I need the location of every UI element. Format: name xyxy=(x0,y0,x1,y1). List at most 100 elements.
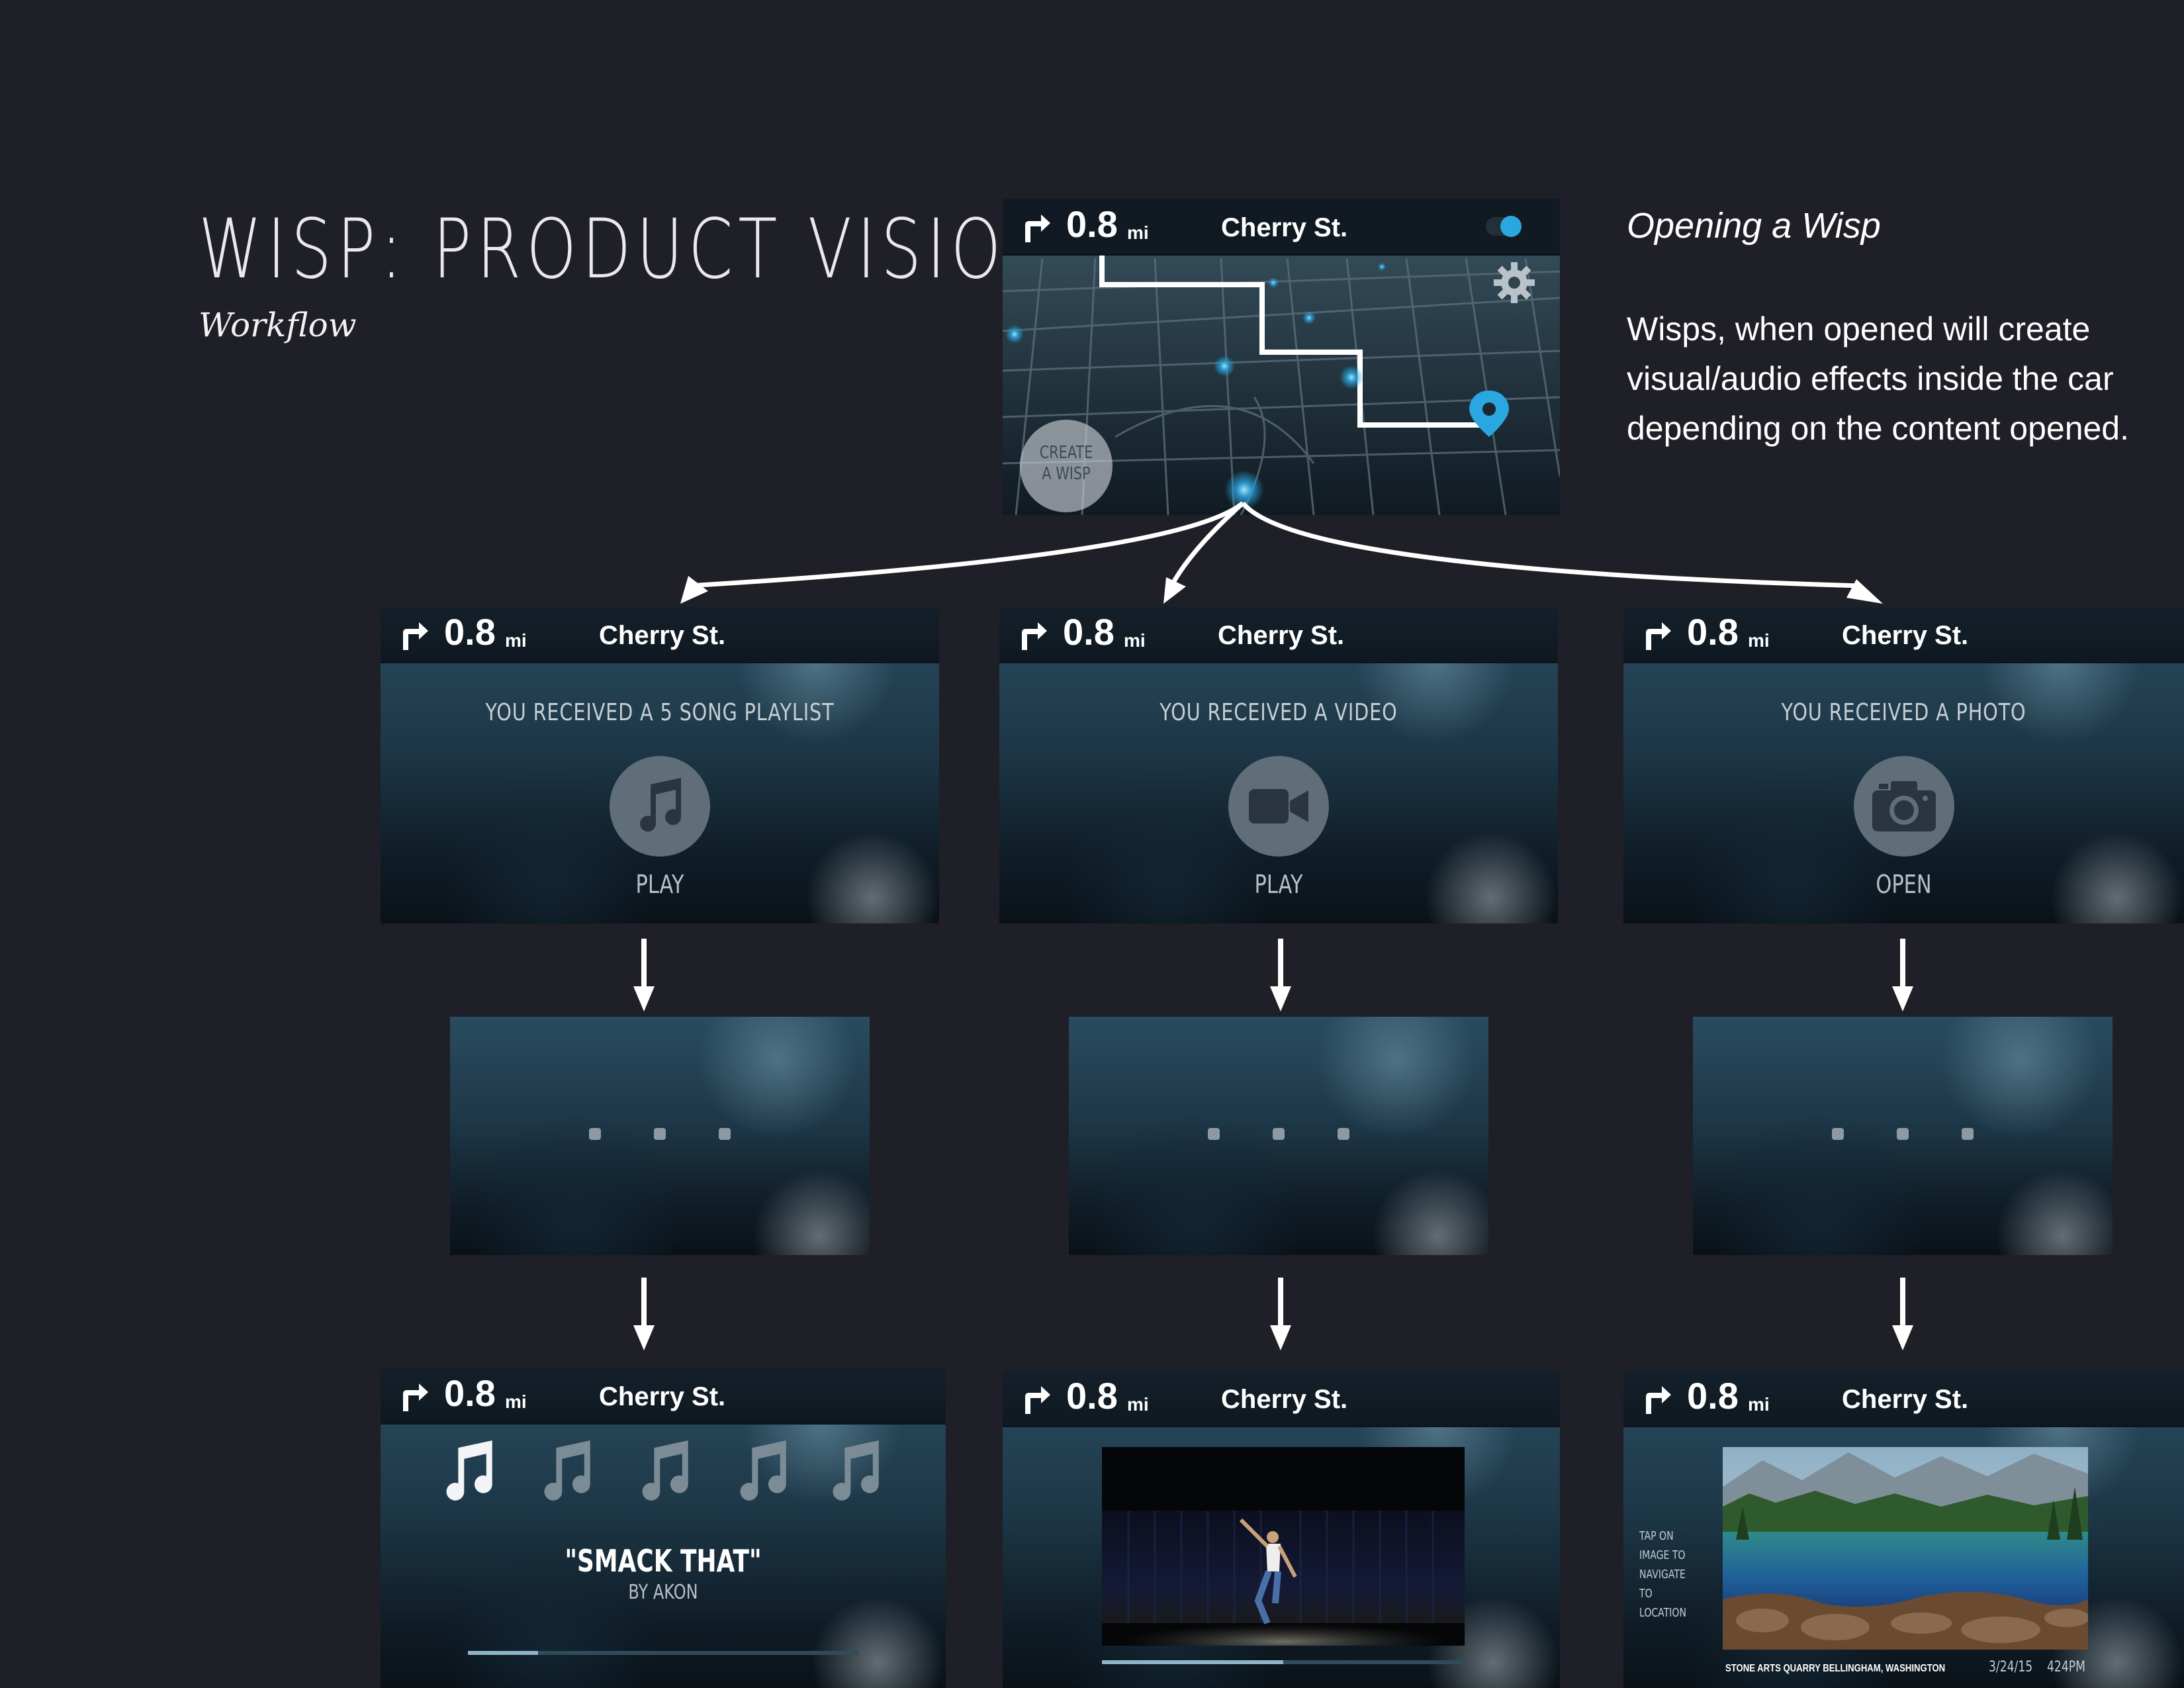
page-subtitle: Workflow xyxy=(199,306,357,344)
received-label: YOU RECEIVED A VIDEO xyxy=(1160,699,1398,726)
received-label: YOU RECEIVED A PHOTO xyxy=(1781,699,2026,726)
video-camera-icon xyxy=(1249,789,1308,823)
turn-right-icon xyxy=(1646,622,1671,650)
turn-right-icon xyxy=(403,1383,428,1411)
music-note-icon[interactable] xyxy=(734,1440,791,1504)
create-wisp-button[interactable]: CREATE A WISP xyxy=(1020,420,1113,512)
loading-dots xyxy=(1693,1128,2113,1143)
received-playlist-screen: 0.8 mi Cherry St. YOU RECEIVED A 5 SONG … xyxy=(381,606,939,923)
street-name: Cherry St. xyxy=(1842,621,1969,650)
turn-right-icon xyxy=(403,622,428,650)
photo-date: 3/24/15 xyxy=(1989,1659,2033,1675)
turn-right-icon xyxy=(1025,214,1050,242)
nav-bar: 0.8 mi Cherry St. xyxy=(381,606,939,663)
street-name: Cherry St. xyxy=(599,621,726,650)
turn-right-icon xyxy=(1025,1386,1050,1414)
music-note-icon[interactable] xyxy=(440,1440,497,1504)
map-screen: 0.8 mi Cherry St. CREATE A WISP xyxy=(1003,199,1560,515)
status-indicator xyxy=(1500,216,1522,237)
distance-unit: mi xyxy=(505,1391,527,1412)
lake-photo[interactable] xyxy=(1723,1447,2088,1650)
loading-dot xyxy=(1897,1128,1909,1140)
create-label-line2: A WISP xyxy=(1042,464,1091,484)
playlist-player-screen: 0.8 mi Cherry St. "SMACK THAT" BY AKON xyxy=(381,1368,946,1688)
arrow-down-icon xyxy=(633,939,655,1011)
photo-caption: STONE ARTS QUARRY BELLINGHAM, WASHINGTON xyxy=(1725,1663,1946,1674)
nav-bar: 0.8 mi Cherry St. xyxy=(1623,606,2184,663)
action-label[interactable]: PLAY xyxy=(1254,870,1303,899)
street-name: Cherry St. xyxy=(1842,1385,1969,1414)
nav-bar: 0.8 mi Cherry St. xyxy=(1623,1370,2184,1427)
description-title: Opening a Wisp xyxy=(1627,206,1881,246)
play-playlist-button[interactable] xyxy=(610,756,710,857)
song-artist: BY AKON xyxy=(628,1581,698,1604)
street-name: Cherry St. xyxy=(599,1382,726,1411)
loading-dots xyxy=(450,1128,870,1143)
distance-unit: mi xyxy=(1748,1394,1770,1415)
distance-value: 0.8 xyxy=(1066,203,1118,245)
music-note-icon xyxy=(640,778,681,832)
page-title: WISP: PRODUCT VISION xyxy=(199,202,1060,297)
distance-unit: mi xyxy=(1127,222,1149,243)
loading-dot xyxy=(1962,1128,1974,1140)
action-label[interactable]: OPEN xyxy=(1876,870,1932,899)
music-note-icon[interactable] xyxy=(827,1440,884,1504)
song-progress-bar[interactable] xyxy=(468,1651,858,1655)
loading-screen-playlist xyxy=(450,1017,870,1255)
music-note-icon[interactable] xyxy=(538,1440,595,1504)
nav-bar: 0.8 mi Cherry St. xyxy=(381,1368,946,1425)
action-label[interactable]: PLAY xyxy=(635,870,684,899)
street-name: Cherry St. xyxy=(1221,213,1348,242)
loading-dot xyxy=(719,1128,731,1140)
video-player-screen: 0.8 mi Cherry St. xyxy=(1003,1370,1560,1688)
photo-viewer-screen: 0.8 mi Cherry St. TAP ON IMAGE TO NAVIGA… xyxy=(1623,1370,2184,1688)
camera-icon xyxy=(1872,781,1936,831)
loading-dot xyxy=(1832,1128,1844,1140)
street-name: Cherry St. xyxy=(1221,1385,1348,1414)
distance-unit: mi xyxy=(505,630,527,651)
loading-dot xyxy=(1273,1128,1285,1140)
description-body: Wisps, when opened will create visual/au… xyxy=(1627,310,2130,447)
received-label: YOU RECEIVED A 5 SONG PLAYLIST xyxy=(485,699,835,726)
open-photo-button[interactable] xyxy=(1853,756,1954,857)
photo-time: 424PM xyxy=(2047,1659,2085,1675)
loading-screen-photo xyxy=(1693,1017,2113,1255)
turn-right-icon xyxy=(1646,1386,1671,1414)
dancer-figure xyxy=(1239,1518,1297,1624)
received-video-screen: 0.8 mi Cherry St. YOU RECEIVED A VIDEO P… xyxy=(999,606,1558,923)
distance-value: 0.8 xyxy=(444,611,496,653)
street-name: Cherry St. xyxy=(1218,621,1345,650)
song-list xyxy=(381,1440,946,1507)
arrow-down-icon xyxy=(1892,939,1913,1011)
distance-value: 0.8 xyxy=(1687,611,1739,653)
create-label-line1: CREATE xyxy=(1039,443,1093,463)
distance-value: 0.8 xyxy=(1066,1375,1118,1417)
distance-value: 0.8 xyxy=(1687,1375,1739,1417)
distance-value: 0.8 xyxy=(444,1372,496,1414)
received-photo-screen: 0.8 mi Cherry St. YOU RECEIVED A PHOTO O… xyxy=(1623,606,2184,923)
turn-right-icon xyxy=(1022,622,1047,650)
video-progress-bar[interactable] xyxy=(1102,1660,1465,1664)
arrow-down-icon xyxy=(1892,1278,1913,1350)
arrow-down-icon xyxy=(633,1278,655,1350)
music-note-icon[interactable] xyxy=(636,1440,693,1504)
location-pin-icon xyxy=(1469,391,1509,437)
status-toggle[interactable] xyxy=(1486,216,1522,237)
distance-unit: mi xyxy=(1124,630,1146,651)
nav-bar: 0.8 mi Cherry St. xyxy=(1003,199,1560,256)
loading-dot xyxy=(589,1128,601,1140)
loading-dot xyxy=(654,1128,666,1140)
play-video-button[interactable] xyxy=(1228,756,1329,857)
gear-icon[interactable] xyxy=(1491,259,1537,306)
video-frame[interactable] xyxy=(1102,1447,1465,1646)
nav-bar: 0.8 mi Cherry St. xyxy=(999,606,1558,663)
nav-bar: 0.8 mi Cherry St. xyxy=(1003,1370,1560,1427)
route-line xyxy=(1099,254,1486,428)
arrow-down-icon xyxy=(1270,939,1291,1011)
distance-unit: mi xyxy=(1127,1394,1149,1415)
loading-screen-video xyxy=(1069,1017,1488,1255)
song-title: "SMACK THAT" xyxy=(565,1543,762,1579)
arrow-down-icon xyxy=(1270,1278,1291,1350)
video-progress-fill xyxy=(1102,1660,1283,1664)
distance-value: 0.8 xyxy=(1063,611,1115,653)
